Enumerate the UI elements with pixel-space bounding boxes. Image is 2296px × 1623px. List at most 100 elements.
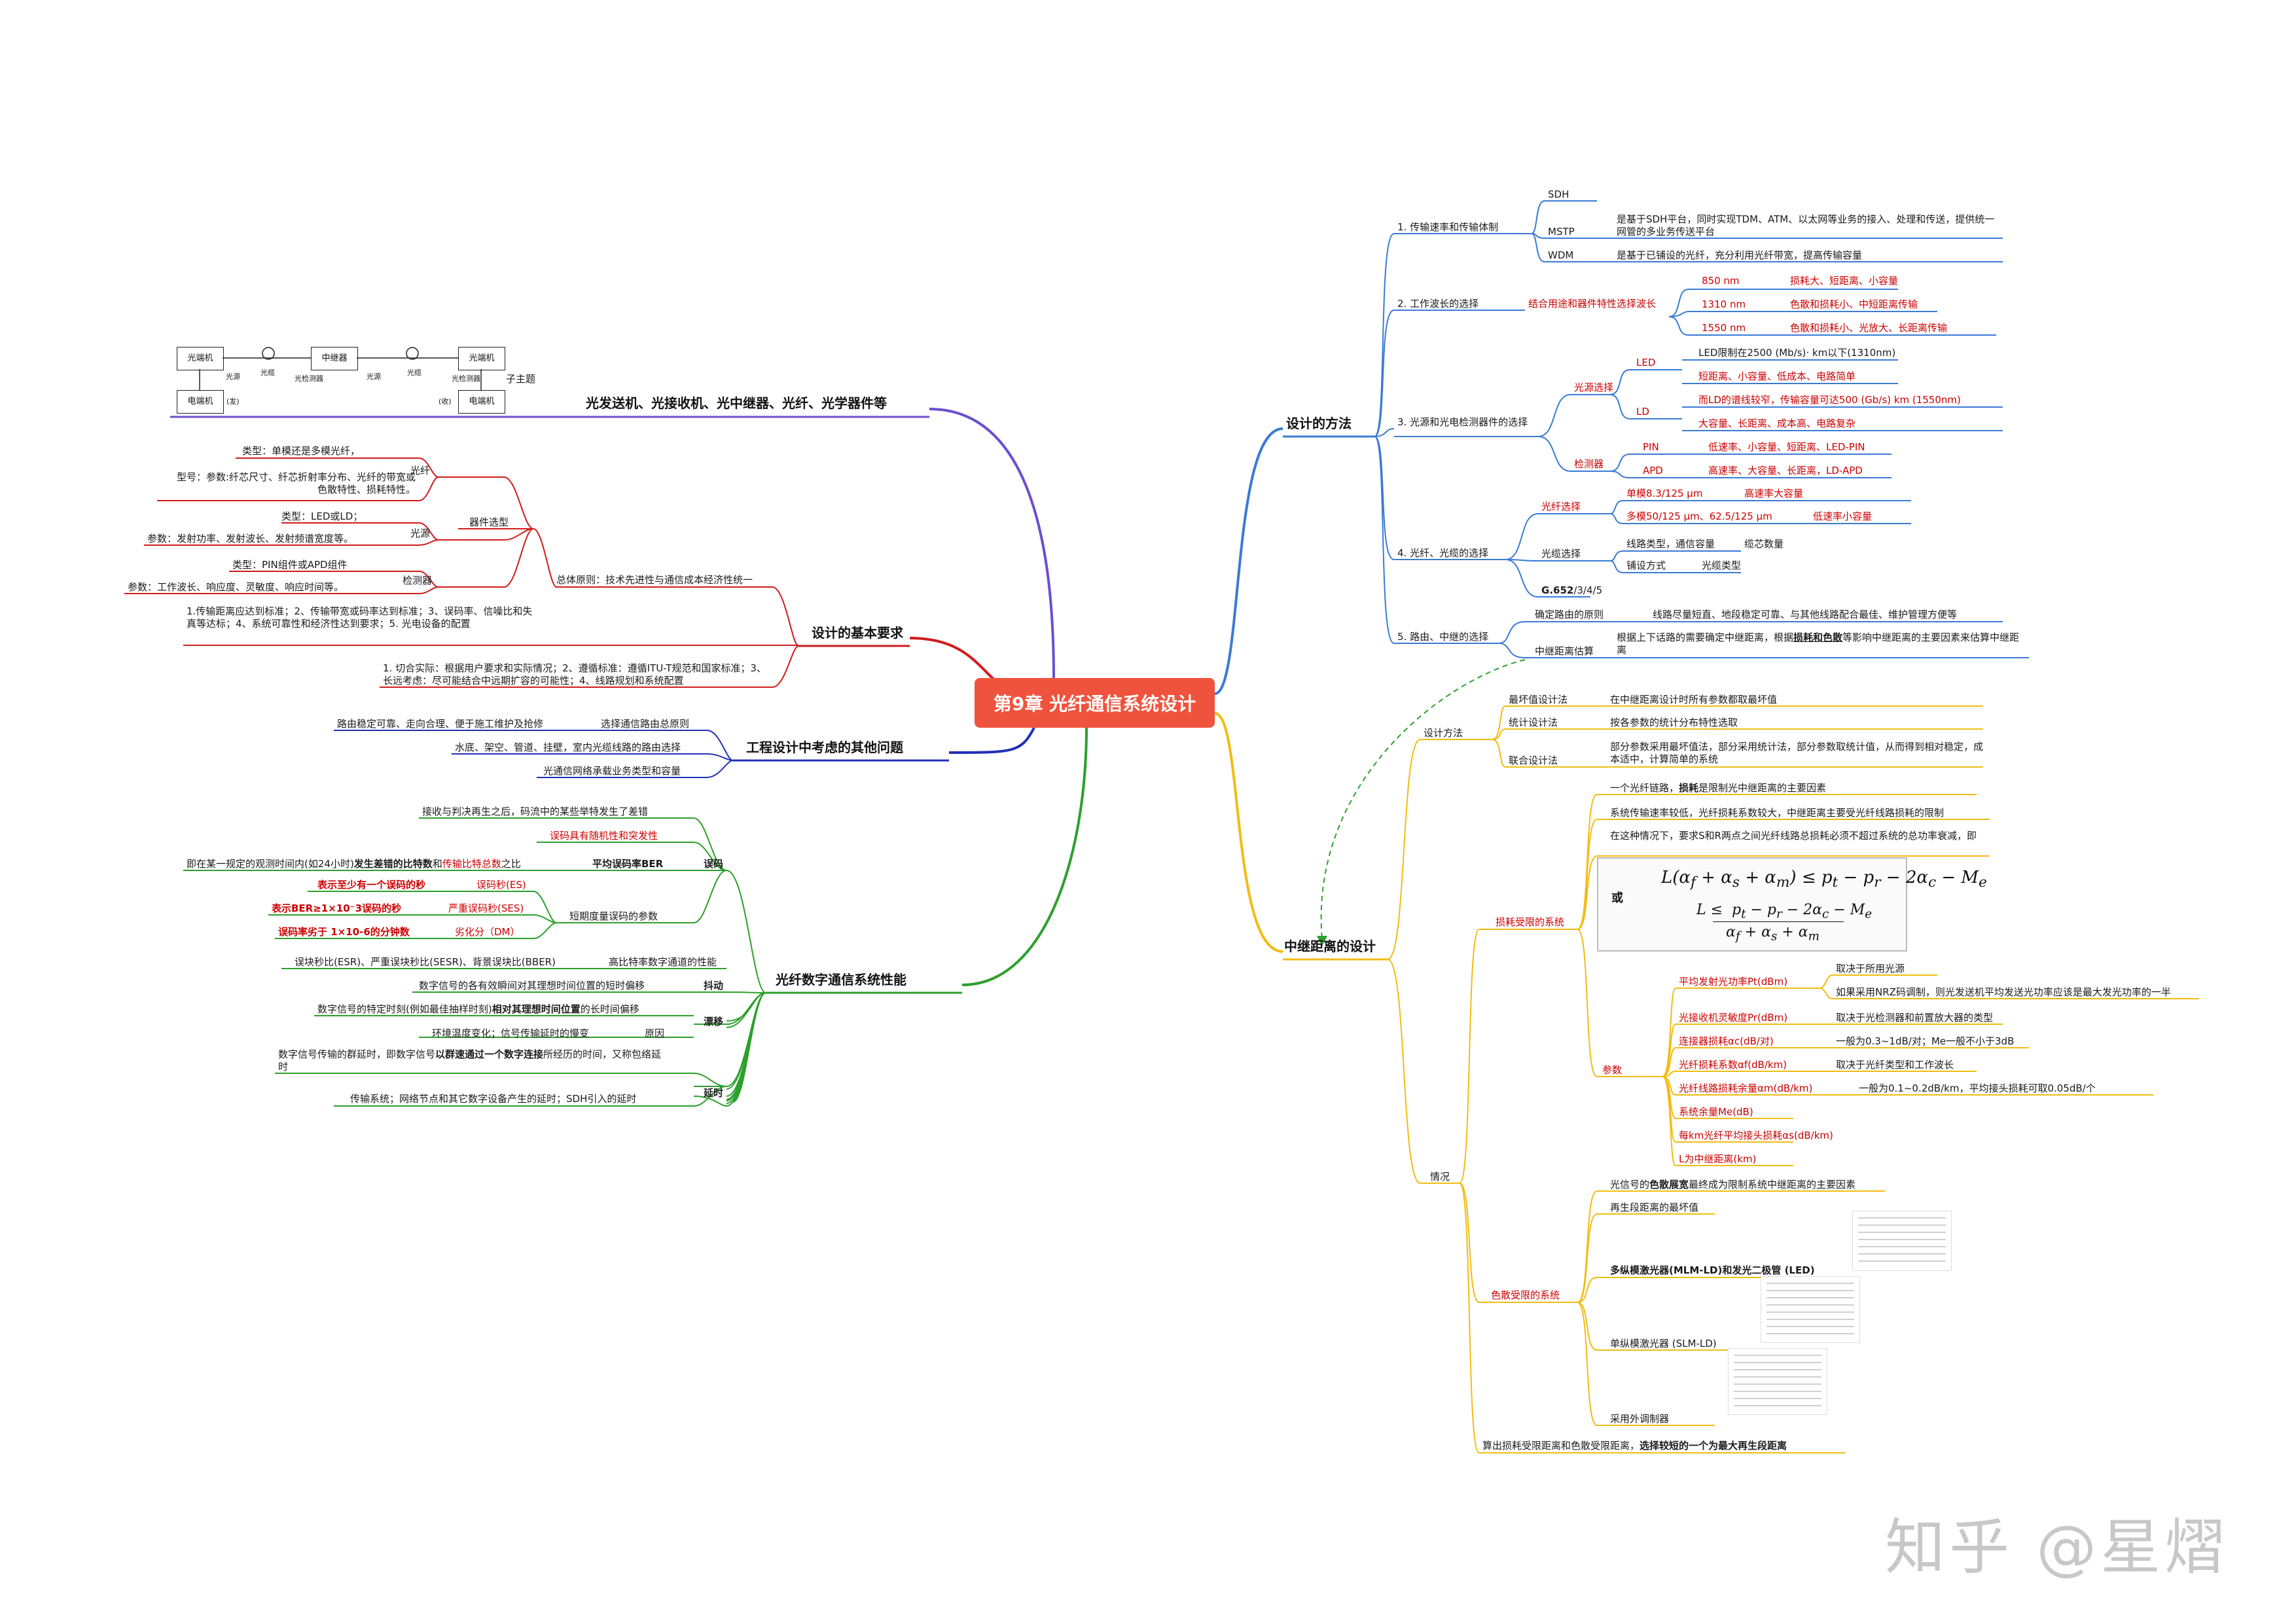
node-route-principle[interactable]: 选择通信路由总原则 [601,718,690,730]
node-mstp[interactable]: MSTP [1548,226,1575,238]
node-average-ber[interactable]: 平均误码率BER [592,858,664,870]
node-wavelength[interactable]: 2. 工作波长的选择 [1397,298,1479,310]
central-topic[interactable]: 第9章 光纤通信系统设计 [975,678,1215,728]
branch-other-issues[interactable]: 工程设计中考虑的其他问题 [746,740,903,755]
node-multimode[interactable]: 多模50/125 μm、62.5/125 μm [1626,510,1772,522]
branch-basic-requirements[interactable]: 设计的基本要求 [812,625,903,641]
node-bit-error[interactable]: 误码 [704,858,724,870]
node-relay-estimate[interactable]: 中继距离估算 [1535,645,1594,657]
node-general-principle[interactable]: 总体原则：技术先进性与通信成本经济性统一 [556,574,753,586]
node-led[interactable]: LED [1636,357,1656,368]
node-cable-select[interactable]: 光缆选择 [1541,548,1581,560]
node-dm[interactable]: 劣化分（DM） [455,926,520,938]
label-tx: (发) [226,397,240,406]
node-statistical[interactable]: 统计设计法 [1509,717,1558,728]
node-loss-limited[interactable]: 损耗受限的系统 [1496,916,1565,928]
node-wavelength-choose[interactable]: 结合用途和器件特性选择波长 [1528,298,1657,310]
node-disp-modulator[interactable]: 采用外调制器 [1610,1413,1670,1425]
node-pr-desc: 取决于光检测器和前置放大器的类型 [1836,1012,1994,1024]
block-diagram-links [199,347,482,390]
node-singlemode-desc: 高速率大容量 [1744,488,1804,499]
branch-relay-distance[interactable]: 中继距离的设计 [1284,938,1376,954]
node-pr[interactable]: 光接收机灵敏度Pr(dBm) [1679,1012,1788,1024]
node-singlemode[interactable]: 单模8.3/125 μm [1626,488,1703,499]
node-device-selection[interactable]: 器件选型 [469,516,509,528]
branch-components[interactable]: 光发送机、光接收机、光中继器、光纤、光学器件等 [586,395,887,411]
node-es[interactable]: 误码秒(ES) [476,879,526,891]
node-line-type[interactable]: 线路类型，通信容量 [1626,538,1715,550]
block-electrical-terminal-tx: 电端机 [177,390,224,414]
g652-bold: G.652 [1541,584,1574,596]
node-wander[interactable]: 漂移 [704,1016,724,1027]
node-detector[interactable]: 检测器 [1574,458,1604,470]
node-source-params: 参数：发射功率、发射波长、发射频谱宽度等。 [147,533,354,544]
node-af-desc: 取决于光纤类型和工作波长 [1836,1059,1954,1071]
node-fiber-select[interactable]: 光纤选择 [1541,501,1581,512]
node-detector-left[interactable]: 检测器 [403,575,433,586]
node-g652[interactable]: G.652/3/4/5 [1541,584,1602,597]
node-routing-principle[interactable]: 确定路由的原则 [1535,609,1604,620]
node-disp-slm[interactable]: 单纵模激光器 (SLM-LD) [1610,1338,1717,1349]
node-cause[interactable]: 原因 [645,1027,665,1039]
node-delay-sources: 传输系统；网络节点和其它数字设备产生的延时；SDH引入的延时 [350,1093,637,1105]
node-worst-case[interactable]: 最坏值设计法 [1509,694,1568,705]
node-pin[interactable]: PIN [1643,441,1659,453]
node-source-select[interactable]: 光源选择 [1574,382,1614,393]
node-routing-relay[interactable]: 5. 路由、中继的选择 [1397,631,1489,643]
disp-d1b: 色散展宽 [1649,1179,1689,1190]
node-ac[interactable]: 连接器损耗αc(dB/对) [1679,1035,1774,1047]
node-params[interactable]: 参数 [1602,1064,1623,1076]
node-route-select[interactable]: 水底、架空、管道、挂壁，室内光缆线路的路由选择 [455,741,681,753]
label-source-2: 光源 [367,372,381,381]
node-jitter[interactable]: 抖动 [704,980,724,991]
node-dispersion-limited[interactable]: 色散受限的系统 [1491,1289,1560,1301]
label-source-1: 光源 [226,372,240,381]
node-loss-p2: 系统传输速率较低，光纤损耗系数较大，中继距离主要受光纤线路损耗的限制 [1610,807,1945,819]
node-me[interactable]: 系统余量Me(dB) [1679,1106,1753,1118]
node-source[interactable]: 光源 [410,527,431,539]
node-as[interactable]: 每km光纤平均接头损耗αs(dB/km) [1679,1130,1833,1141]
node-disp-mlm[interactable]: 多纵模激光器(MLM-LD)和发光二极管 (LED) [1610,1264,1815,1276]
node-short-term[interactable]: 短期度量误码的参数 [569,910,658,922]
node-delay[interactable]: 延时 [704,1087,724,1099]
node-1310[interactable]: 1310 nm [1702,298,1746,310]
node-transmission-rate[interactable]: 1. 传输速率和传输体制 [1397,221,1499,233]
node-ses[interactable]: 严重误码秒(SES) [448,902,524,914]
node-laying-method[interactable]: 铺设方式 [1626,560,1666,571]
branch-design-methods[interactable]: 设计的方法 [1286,416,1352,431]
node-fiber[interactable]: 光纤 [410,465,431,476]
node-design-method[interactable]: 设计方法 [1424,727,1463,739]
node-850[interactable]: 850 nm [1702,275,1740,287]
node-apd[interactable]: APD [1643,465,1663,476]
node-disp-d2: 再生段距离的最坏值 [1610,1202,1699,1213]
branch-system-performance[interactable]: 光纤数字通信系统性能 [776,972,906,988]
node-fiber-cable[interactable]: 4. 光纤、光缆的选择 [1397,547,1489,559]
node-delay-desc: 数字信号传输的群延时，即数字信号以群速通过一个数字连接所经历的时间，又称包络延时 [278,1048,671,1073]
node-source-detector[interactable]: 3. 光源和光电检测器件的选择 [1397,416,1528,428]
loss-p1c: 是限制光中继距离的主要因素 [1698,782,1827,794]
node-ld-features: 大容量、长距离、成本高、电路复杂 [1698,418,1856,429]
node-high-bitrate[interactable]: 高比特率数字通道的性能 [609,956,717,968]
node-es-desc: 表示至少有一个误码的秒 [317,879,426,891]
node-am[interactable]: 光纤线路损耗余量αm(dB/km) [1679,1082,1813,1094]
node-ld[interactable]: LD [1636,406,1649,418]
disp-d1a: 光信号的 [1610,1179,1650,1190]
node-am-desc: 一般为0.1~0.2dB/km，平均接头损耗可取0.05dB/个 [1859,1082,2096,1094]
node-principles-list: 1. 切合实际：根据用户要求和实际情况；2、遵循标准：遵循ITU-T规范和国家标… [383,662,766,687]
formula-or: 或 [1611,891,1623,905]
node-wdm[interactable]: WDM [1548,249,1574,261]
node-pt[interactable]: 平均发射光功率Pt(dBm) [1679,976,1788,988]
block-electrical-terminal-rx: 电端机 [458,390,505,414]
node-sdh[interactable]: SDH [1548,188,1570,200]
node-ld-capacity: 而LD的谱线较窄，传输容量可达500 (Gb/s) km (1550nm) [1698,394,1961,406]
node-subtopic[interactable]: 子主题 [506,373,536,385]
loss-p1b: 损耗 [1679,782,1699,794]
node-cases[interactable]: 情况 [1430,1171,1450,1183]
node-l[interactable]: L为中继距离(km) [1679,1153,1757,1165]
node-1550[interactable]: 1550 nm [1702,322,1746,334]
node-disp-d1: 光信号的色散展宽最终成为限制系统中继距离的主要因素 [1610,1179,1856,1191]
node-af[interactable]: 光纤损耗系数αf(dB/km) [1679,1059,1787,1071]
node-joint[interactable]: 联合设计法 [1509,755,1558,766]
node-network-service[interactable]: 光通信网络承载业务类型和容量 [543,765,681,777]
